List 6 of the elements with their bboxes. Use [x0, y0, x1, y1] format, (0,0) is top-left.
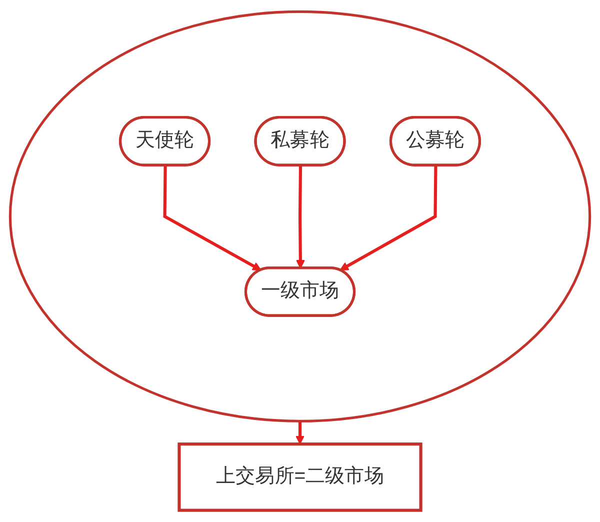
cluster [8, 10, 592, 422]
arrow [296, 166, 305, 269]
arrow [340, 166, 438, 271]
node-box: 上交易所=二级市场 [178, 442, 422, 512]
arrow [295, 421, 305, 444]
arrow [163, 166, 262, 271]
